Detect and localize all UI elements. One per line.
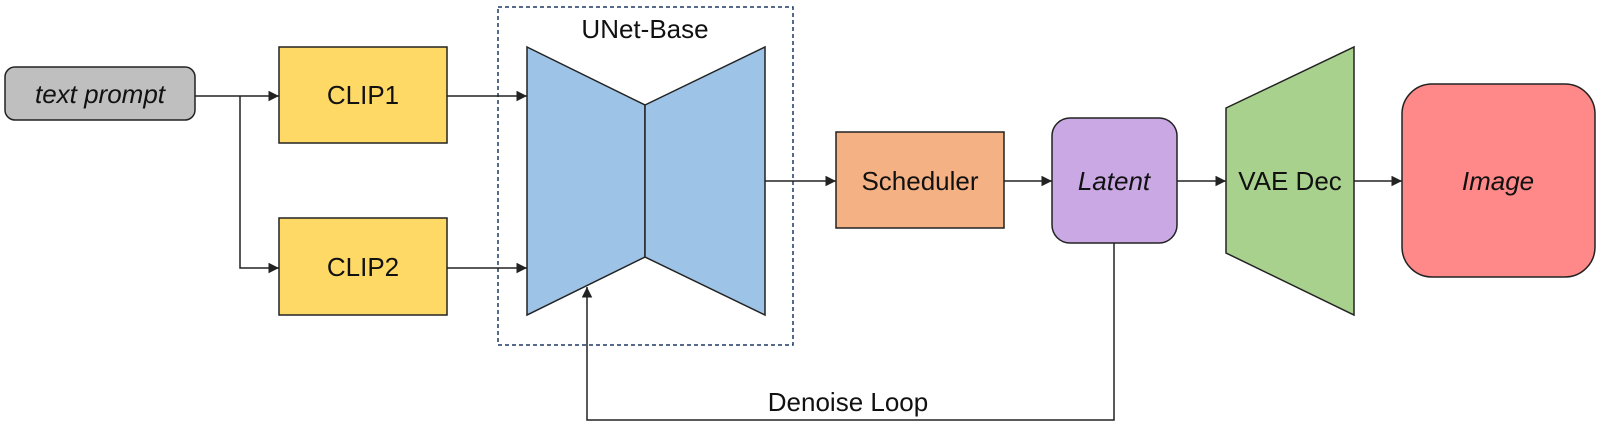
clip2-label: CLIP2 (327, 252, 399, 282)
connectors (195, 90, 1402, 421)
unet-decoder-shape (644, 45, 766, 317)
vae-dec-shape (1225, 45, 1355, 317)
edge-prompt-to-clip2 (239, 96, 279, 274)
clip2-box (278, 217, 448, 316)
scheduler-box (835, 131, 1005, 229)
unet-encoder-shape (526, 45, 646, 317)
clip1-box (278, 46, 448, 144)
denoise-loop-label: Denoise Loop (768, 387, 928, 417)
text-prompt-box (4, 66, 196, 121)
edge-denoise-loop (581, 243, 1115, 421)
clip1-label: CLIP1 (327, 80, 399, 110)
latent-label: Latent (1078, 166, 1152, 196)
unet-container (497, 6, 794, 346)
image-label: Image (1462, 166, 1534, 196)
scheduler-label: Scheduler (861, 166, 978, 196)
text-prompt-label: text prompt (35, 79, 167, 109)
vae-dec-label: VAE Dec (1238, 166, 1342, 196)
unet-label: UNet-Base (581, 14, 708, 44)
